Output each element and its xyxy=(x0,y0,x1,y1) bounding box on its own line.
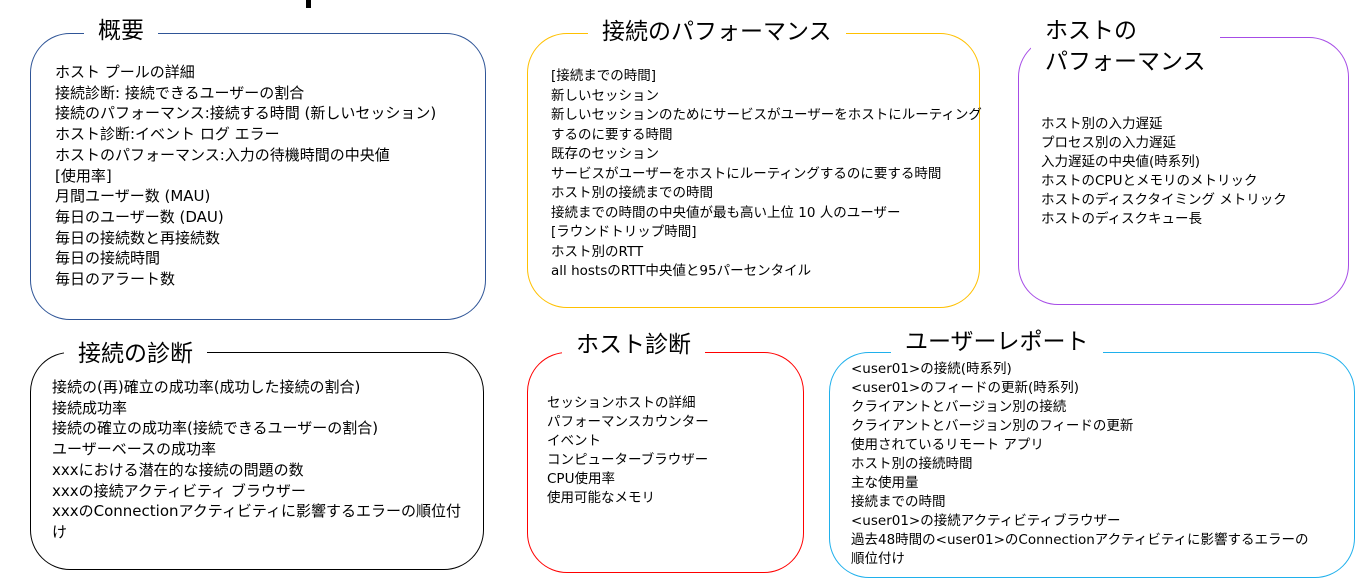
list-item: ホスト別のRTT xyxy=(551,243,644,260)
list-item: 毎日のアラート数 xyxy=(55,270,176,289)
list-item: ホストのパフォーマンス:入力の待機時間の中央値 xyxy=(55,145,390,164)
connection-performance-title: 接続のパフォーマンス xyxy=(588,18,846,46)
connection-diagnostics-list: 接続の(再)確立の成功率(成功した接続の割合) 接続成功率接続の確立の成功率(接続… xyxy=(52,377,461,543)
list-item: ホスト診断:イベント ログ エラー xyxy=(55,125,280,144)
connection-diagnostics-title: 接続の診断 xyxy=(64,340,207,368)
list-item: 月間ユーザー数 (MAU) xyxy=(55,187,211,206)
list-item: イベント xyxy=(547,433,601,449)
list-item: セッションホストの詳細 xyxy=(547,395,696,411)
list-item: 接続のパフォーマンス:接続する時間 (新しいセッション) xyxy=(55,104,437,123)
list-item: 接続成功率 xyxy=(52,398,128,417)
list-item: コンピューターブラウザー xyxy=(547,452,709,468)
user-report-list: <user01>の接続(時系列) <user01>のフィードの更新(時系列) クライ… xyxy=(851,360,1309,569)
host-diagnostics-list: セッションホストの詳細パフォーマンスカウンターイベントコンピューターブラウザー C… xyxy=(547,394,709,508)
list-item: ユーザーベースの成功率 xyxy=(52,440,216,459)
list-item: all hostsのRTT中央値と95パーセンタイル xyxy=(551,263,812,279)
list-item: 毎日の接続時間 xyxy=(55,249,161,268)
list-item: クライアントとバージョン別の接続 xyxy=(851,399,1067,415)
list-item: 主な使用量 xyxy=(851,475,919,491)
partial-title-mark xyxy=(306,0,311,8)
list-item: 毎日の接続数と再接続数 xyxy=(55,228,221,247)
list-item: プロセス別の入力遅延 xyxy=(1041,135,1176,151)
list-item: 過去48時間の<user01>のConnectionアクティビティに影響するエラ… xyxy=(851,532,1309,548)
list-item: 使用可能なメモリ xyxy=(547,490,655,506)
list-item: <user01>のフィードの更新(時系列) xyxy=(851,380,1080,396)
host-performance-title-line2: パフォーマンス xyxy=(1045,49,1206,75)
list-item: 毎日のユーザー数 (DAU) xyxy=(55,207,224,226)
list-item: ホストのCPUとメモリのメトリック xyxy=(1041,173,1258,189)
list-item: [使用率] xyxy=(55,166,112,185)
list-item: CPU使用率 xyxy=(547,471,615,487)
overview-list: ホスト プールの詳細接続診断: 接続できるユーザーの割合接続のパフォーマンス:接… xyxy=(55,62,436,290)
list-item: 既存のセッション xyxy=(551,146,659,162)
list-item: 新しいセッション xyxy=(551,87,659,104)
host-performance-title: ホストの パフォーマンス xyxy=(1031,16,1220,78)
user-report-title: ユーザーレポート xyxy=(891,328,1103,356)
connection-diagnostics-box xyxy=(30,352,484,570)
list-item: [接続までの時間] xyxy=(551,68,657,84)
list-item: [ラウンドトリップ時間] xyxy=(551,224,697,240)
list-item: ホスト別の接続時間 xyxy=(851,456,973,472)
list-item: 接続の(再)確立の成功率(成功した接続の割合) xyxy=(52,378,361,396)
overview-title: 概要 xyxy=(84,17,158,45)
host-performance-list: ホスト別の入力遅延プロセス別の入力遅延入力遅延の中央値(時系列) ホストのCPUと… xyxy=(1041,115,1287,229)
list-item: 接続診断: 接続できるユーザーの割合 xyxy=(55,83,305,102)
list-item: xxxにおける潜在的な接続の問題の数 xyxy=(52,460,304,479)
connection-performance-list: [接続までの時間] 新しいセッション新しいセッションのためにサービスがユーザーをホ… xyxy=(551,67,982,282)
list-item: サービスがユーザーをホストにルーティングするのに要する時間 xyxy=(551,165,942,182)
list-item: 接続までの時間の中央値が最も高い上位 10 人のユーザー xyxy=(551,204,901,221)
list-item: xxxの接続アクティビティ ブラウザー xyxy=(52,481,306,500)
list-item: ホスト別の接続までの時間 xyxy=(551,185,713,201)
list-item: 入力遅延の中央値(時系列) xyxy=(1041,154,1201,170)
list-item: ホストのディスクタイミング メトリック xyxy=(1041,192,1287,208)
list-item: パフォーマンスカウンター xyxy=(547,414,709,430)
list-item: 接続までの時間 xyxy=(851,494,946,510)
list-item: 接続の確立の成功率(接続できるユーザーの割合) xyxy=(52,419,379,438)
overview-box xyxy=(30,33,486,320)
list-item: け xyxy=(52,522,68,541)
list-item: 使用されているリモート アプリ xyxy=(851,437,1044,453)
host-diagnostics-title: ホスト診断 xyxy=(562,331,705,359)
host-performance-title-line1: ホストの xyxy=(1045,18,1137,44)
list-item: <user01>の接続アクティビティブラウザー xyxy=(851,513,1121,529)
list-item: ホスト別の入力遅延 xyxy=(1041,116,1163,132)
list-item: するのに要する時間 xyxy=(551,126,673,143)
list-item: クライアントとバージョン別のフィードの更新 xyxy=(851,418,1134,434)
list-item: ホスト プールの詳細 xyxy=(55,63,195,81)
list-item: xxxのConnectionアクティビティに影響するエラーの順位付 xyxy=(52,502,461,521)
list-item: 順位付け xyxy=(851,551,905,567)
list-item: <user01>の接続(時系列) xyxy=(851,361,1012,377)
list-item: ホストのディスクキュー長 xyxy=(1041,211,1203,227)
list-item: 新しいセッションのためにサービスがユーザーをホストにルーティング xyxy=(551,107,982,123)
